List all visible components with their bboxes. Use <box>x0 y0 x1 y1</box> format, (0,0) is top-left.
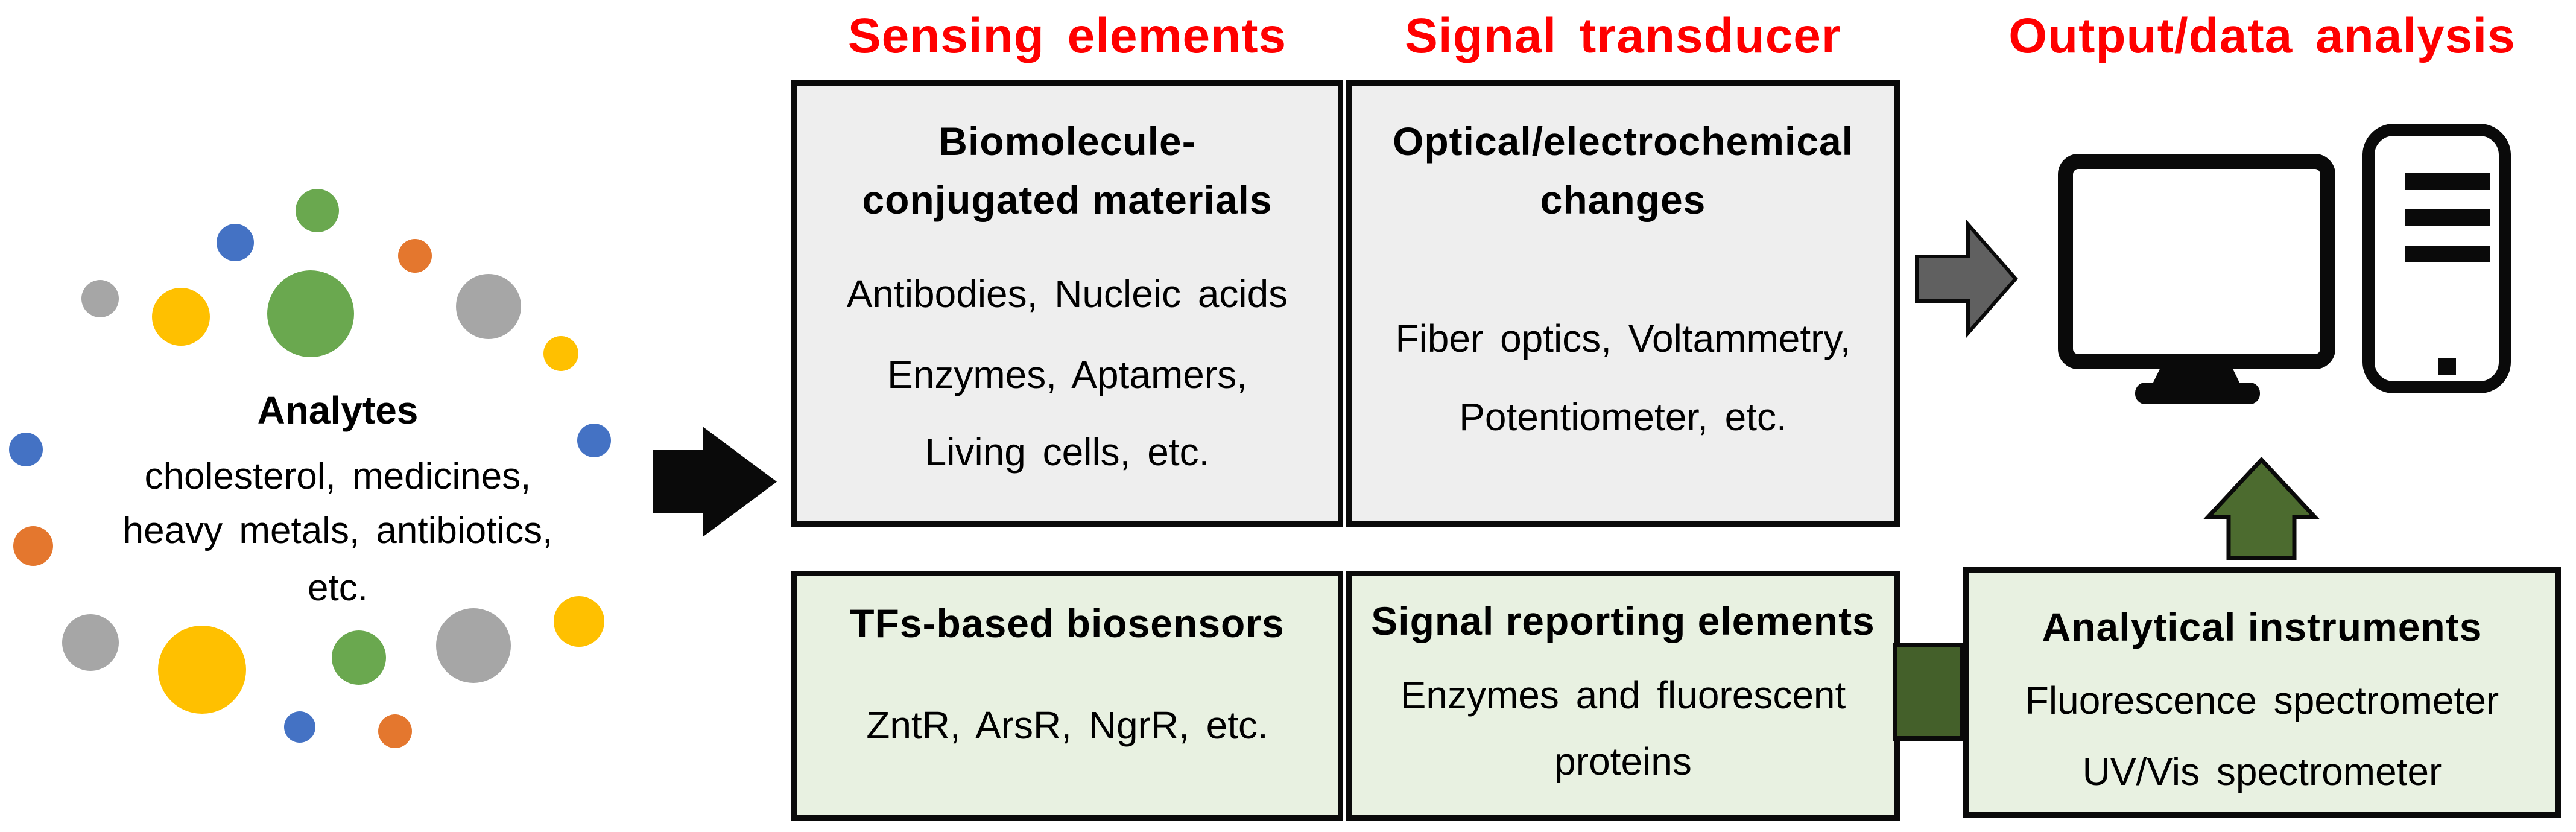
blue-analyte-dot <box>284 711 315 743</box>
gray-analyte-dot <box>81 280 119 317</box>
yellow-analyte-dot <box>158 626 246 714</box>
biomolecule-body-line-3: Living cells, etc. <box>925 430 1210 474</box>
optical-title-line-1: Optical/electrochemical <box>1393 119 1853 164</box>
orange-analyte-dot <box>378 714 412 748</box>
analytical-instruments-box: Analytical instruments Fluorescence spec… <box>1963 567 2561 818</box>
optical-body-line-1: Fiber optics, Voltammetry, <box>1395 317 1851 360</box>
signal-reporting-box: Signal reporting elements Enzymes and fl… <box>1346 571 1900 821</box>
gray-analyte-dot <box>456 274 521 339</box>
biomolecule-body-line-1: Antibodies, Nucleic acids <box>846 272 1288 316</box>
green-analyte-dot <box>332 630 386 685</box>
green-connector-block <box>1893 643 1965 741</box>
analytes-line-2: heavy metals, antibiotics, <box>122 510 553 551</box>
signal-transducer-header: Signal transducer <box>1405 8 1841 63</box>
blue-analyte-dot <box>217 224 254 261</box>
orange-analyte-dot <box>398 239 432 273</box>
biomolecule-title-line-1: Biomolecule- <box>938 119 1196 164</box>
instruments-body-line-1: Fluorescence spectrometer <box>2025 679 2499 722</box>
monitor-stand-icon <box>2152 367 2241 385</box>
tfs-biosensors-box: TFs-based biosensors ZntR, ArsR, NgrR, e… <box>791 571 1343 821</box>
instruments-body-line-2: UV/Vis spectrometer <box>2082 750 2442 793</box>
gray-right-arrow-icon <box>1915 220 2018 338</box>
sensing-elements-header: Sensing elements <box>847 8 1287 63</box>
optical-title-line-2: changes <box>1540 177 1706 222</box>
green-up-arrow-icon <box>2203 456 2320 560</box>
optical-changes-box: Optical/electrochemical changes Fiber op… <box>1346 80 1900 527</box>
output-data-analysis-header: Output/data analysis <box>2008 8 2516 63</box>
analytes-line-1: cholesterol, medicines, <box>144 456 531 497</box>
gray-analyte-dot <box>436 608 511 683</box>
tfs-body: ZntR, ArsR, NgrR, etc. <box>866 703 1268 747</box>
black-right-arrow-icon <box>653 427 777 537</box>
green-analyte-dot <box>267 270 354 357</box>
optical-body-line-2: Potentiometer, etc. <box>1459 395 1787 439</box>
tower-vent-bar <box>2405 173 2490 190</box>
analytes-line-3: etc. <box>308 567 368 609</box>
biomolecule-box: Biomolecule- conjugated materials Antibo… <box>791 80 1343 527</box>
computer-tower-icon <box>2362 124 2511 393</box>
tower-vent-bar <box>2405 246 2490 262</box>
instruments-title: Analytical instruments <box>2042 605 2483 649</box>
reporting-title: Signal reporting elements <box>1371 599 1875 643</box>
biomolecule-title-line-2: conjugated materials <box>862 177 1273 222</box>
tfs-title: TFs-based biosensors <box>850 601 1285 646</box>
reporting-body-line-2: proteins <box>1554 740 1692 783</box>
computer-monitor-icon <box>2058 154 2335 369</box>
yellow-analyte-dot <box>152 288 210 346</box>
tower-power-button-icon <box>2438 358 2456 375</box>
blue-analyte-dot <box>9 433 43 466</box>
blue-analyte-dot <box>577 424 611 457</box>
monitor-base-icon <box>2135 383 2260 404</box>
analytes-title: Analytes <box>257 389 419 432</box>
gray-analyte-dot <box>62 614 119 671</box>
biomolecule-body-line-2: Enzymes, Aptamers, <box>887 353 1247 396</box>
yellow-analyte-dot <box>554 596 604 647</box>
yellow-analyte-dot <box>543 336 578 371</box>
orange-analyte-dot <box>13 526 53 566</box>
green-analyte-dot <box>296 189 339 232</box>
tower-vent-bar <box>2405 209 2490 226</box>
reporting-body-line-1: Enzymes and fluorescent <box>1400 673 1846 717</box>
